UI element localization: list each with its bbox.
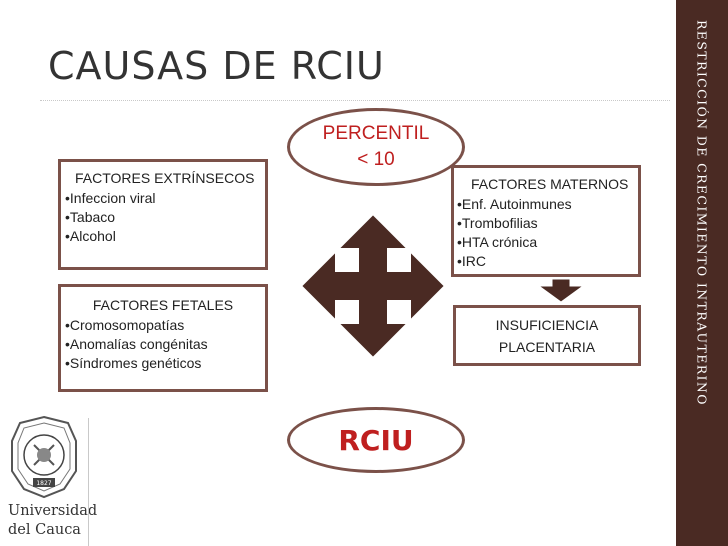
four-way-arrow-icon — [299, 212, 447, 360]
list-item: •HTA crónica — [457, 234, 538, 250]
down-arrow-icon — [537, 278, 585, 303]
extrinsecos-title: FACTORES EXTRÍNSECOS — [75, 170, 255, 186]
list-item: •Síndromes genéticos — [65, 355, 202, 371]
percentil-value: < 10 — [357, 149, 395, 170]
list-item: •Alcohol — [65, 228, 116, 244]
factores-extrinsecos-box: FACTORES EXTRÍNSECOS •Infeccion viral •T… — [58, 159, 268, 270]
title-divider — [40, 100, 670, 101]
rciu-oval: RCIU — [287, 407, 465, 473]
insuficiencia-placentaria-box: INSUFICIENCIA PLACENTARIA — [453, 305, 641, 366]
rciu-label: RCIU — [338, 423, 414, 457]
slide-title: CAUSAS DE RCIU — [48, 44, 385, 88]
list-item: •Cromosomopatías — [65, 317, 185, 333]
percentil-label: PERCENTIL — [322, 123, 430, 144]
factores-maternos-box: FACTORES MATERNOS •Enf. Autoinmunes •Tro… — [451, 165, 641, 277]
list-item: •Enf. Autoinmunes — [457, 196, 572, 212]
list-item: •Anomalías congénitas — [65, 336, 208, 352]
university-name-line1: Universidad — [8, 503, 98, 519]
university-name-line2: del Cauca — [8, 522, 81, 538]
list-item: •Tabaco — [65, 209, 116, 225]
fetales-title: FACTORES FETALES — [92, 297, 234, 313]
list-item: •Trombofilias — [457, 215, 538, 231]
university-name: Universidad del Cauca — [8, 502, 97, 540]
maternos-title: FACTORES MATERNOS — [471, 176, 629, 192]
seal-year: 1827 — [36, 480, 51, 487]
side-band — [676, 0, 728, 546]
list-item: •Infeccion viral — [65, 190, 156, 206]
list-item: •IRC — [457, 253, 487, 269]
insuficiencia-line1: INSUFICIENCIA — [495, 316, 599, 333]
university-seal-icon: 1827 — [11, 415, 77, 499]
insuficiencia-line2: PLACENTARIA — [498, 338, 596, 355]
factores-fetales-box: FACTORES FETALES •Cromosomopatías •Anoma… — [58, 284, 268, 392]
percentil-oval: PERCENTIL < 10 — [287, 108, 465, 186]
logo-divider — [88, 418, 89, 546]
